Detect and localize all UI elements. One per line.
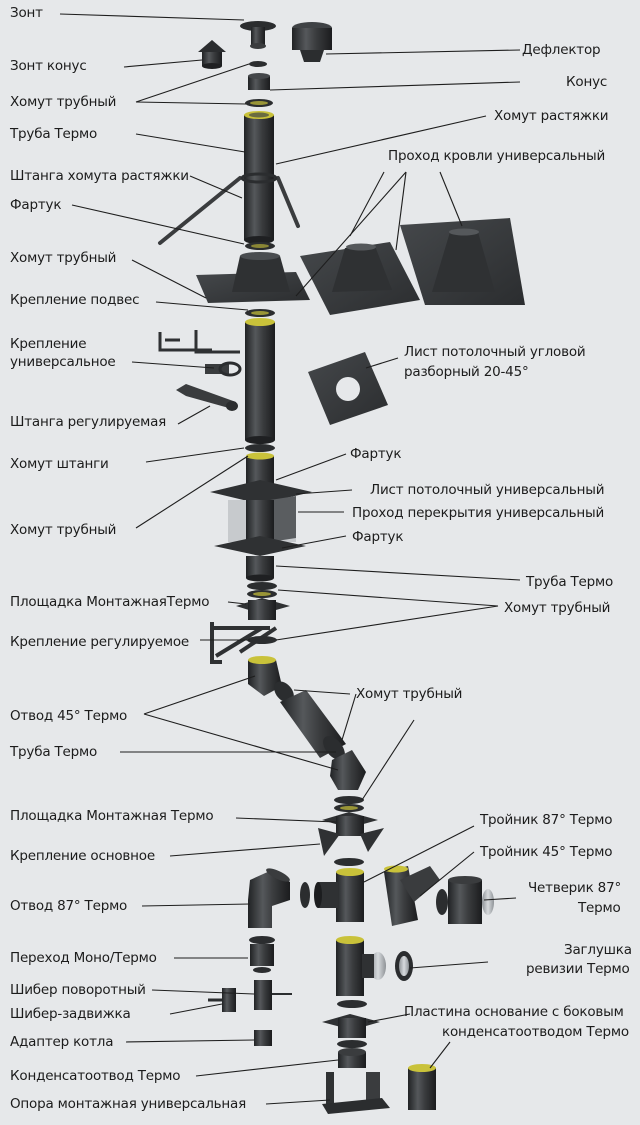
shiber-zad-part: [208, 988, 236, 1012]
zaglushka-part: [370, 951, 413, 981]
truba-termo-top: [244, 111, 274, 244]
otvod-45-lower: [330, 750, 366, 790]
list-univ-part: [210, 480, 312, 504]
prokhod-perekr-part: [228, 496, 296, 542]
zont-part: [240, 21, 276, 49]
khomut-side: [300, 882, 310, 908]
fartuk-3-part: [214, 536, 306, 556]
prokhod-krovli-3: [400, 218, 525, 305]
truba-termo-2: [245, 318, 275, 444]
perekhod-part: [249, 936, 275, 973]
list-ugl-part: [308, 352, 388, 425]
kreplenie-reg-part: [210, 622, 278, 664]
chetverik-part: [436, 876, 494, 924]
kreplenie-univ-part: [205, 361, 242, 377]
leader-lines: [59, 13, 521, 1105]
deflektor-part: [292, 22, 332, 62]
troynik-45-part: [384, 865, 440, 926]
plastina-part: [322, 1014, 380, 1038]
khomut-ring-top: [249, 61, 267, 67]
shiber-pov-part: [254, 980, 292, 1010]
column-lower: [336, 936, 374, 996]
kreplenie-osn-part: [318, 828, 384, 856]
kondensatootvod-part: [338, 1048, 366, 1068]
kreplenie-podves-part: [158, 330, 240, 354]
parts: [158, 21, 525, 1114]
ploshchadka-2-part: [322, 812, 378, 836]
ploshchadka-1-part: [236, 598, 290, 620]
prokhod-krovli-2: [300, 242, 420, 315]
plastina-bokovoy-part: [408, 1064, 436, 1110]
otvod-45-part: [248, 656, 282, 696]
troynik-87-part: [314, 868, 364, 922]
shtanga-rastyazhki: [158, 176, 300, 245]
opora-part: [322, 1072, 390, 1114]
prokhod-krovli-1: [196, 252, 310, 303]
truba-termo-3: [246, 556, 274, 582]
konus-part: [248, 73, 270, 90]
shtanga-reg-part: [176, 384, 238, 411]
zont-konus-part: [198, 40, 226, 69]
adapter-part: [254, 1030, 272, 1046]
otvod-87-part: [248, 868, 290, 928]
